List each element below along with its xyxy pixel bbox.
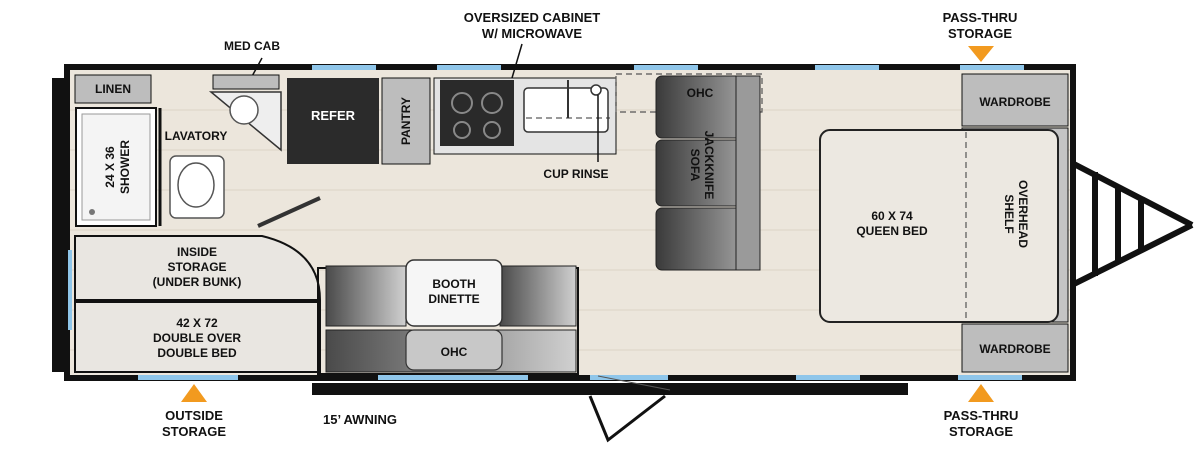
inside-storage [74,235,322,301]
bath-door [257,196,321,228]
booth-label: BOOTH [432,277,475,291]
arrow-up-icon [181,384,207,402]
ohc-bottom-label: OHC [441,345,468,359]
med-cab-label: MED CAB [224,39,280,53]
pantry [381,77,431,165]
shower-size-label: 24 X 36 [103,146,117,188]
pass-thru-top-label-2: STORAGE [948,26,1012,41]
outside-storage-label-2: STORAGE [162,424,226,439]
shelf-label: SHELF [1002,194,1016,233]
linen-label: LINEN [95,82,131,96]
wardrobe-bottom-label: WARDROBE [979,342,1050,356]
pass-thru-bottom-label: PASS-THRU [944,408,1019,423]
wardrobe-top-label: WARDROBE [979,95,1050,109]
trailer-hitch [1070,160,1194,288]
arrow-down-icon [968,46,994,62]
wardrobe-bottom [961,323,1069,373]
lavatory-label: LAVATORY [165,129,228,143]
refrigerator [287,78,379,164]
microwave-leader [511,43,523,79]
oversized-cabinet-label: OVERSIZED CABINET [464,10,601,25]
jackknife-label: JACKKNIFE [702,131,716,200]
med-cabinet [212,74,280,90]
shower-label: SHOWER [118,140,132,194]
sofa-label: SOFA [688,149,702,182]
pantry-label: PANTRY [399,97,413,145]
pass-thru-bottom-label-2: STORAGE [949,424,1013,439]
refer-label: REFER [311,108,356,123]
entry-step [588,394,666,443]
kitchen-sink-icon [523,80,609,133]
ohc-top-label: OHC [687,86,714,100]
awning-bar [312,383,908,395]
inside-storage-label-2: STORAGE [167,260,226,274]
arrow-up-icon-right [968,384,994,402]
dinette-ohc-box [405,329,503,371]
entry-door [597,375,671,391]
bunk-label: DOUBLE OVER [153,331,241,345]
awning-label: 15’ AWNING [323,412,397,427]
wardrobe-top [961,73,1069,127]
linen-cabinet [74,74,152,104]
pass-thru-top-label: PASS-THRU [943,10,1018,25]
shower-drain-icon [89,209,95,215]
cup-rinse-label: CUP RINSE [543,167,608,181]
rear-bumper [52,78,67,372]
overhead-outline [615,73,763,113]
queen-size-label: 60 X 74 [871,209,913,223]
dinette-bench-right [499,265,577,327]
sink-icon [208,91,282,152]
inside-storage-label: INSIDE [177,245,217,259]
dinette-label: DINETTE [428,292,479,306]
queen-bed [819,129,1059,323]
jackknife-sofa [655,75,761,271]
inside-storage-label-3: (UNDER BUNK) [153,275,242,289]
bunk-label-2: DOUBLE BED [157,346,237,360]
shower-pan [81,113,151,221]
bunk-bed [74,301,321,373]
toilet-icon [169,155,225,219]
overhead-label: OVERHEAD [1016,180,1030,248]
dinette-bench-left [325,265,407,327]
outside-storage-label: OUTSIDE [165,408,223,423]
dinette-table [405,259,503,327]
bunk-size-label: 42 X 72 [176,316,218,330]
stove-icon [440,80,514,146]
microwave-label: W/ MICROWAVE [482,26,582,41]
windows [68,65,1024,380]
queen-bed-label: QUEEN BED [856,224,928,238]
